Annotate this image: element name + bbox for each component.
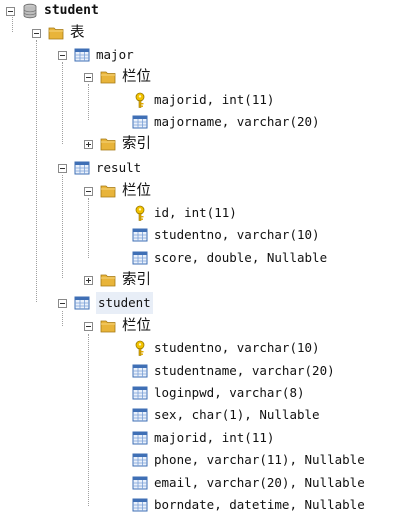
table-icon — [74, 296, 90, 310]
table-icon — [74, 161, 90, 175]
column-label: studentno, varchar(10) — [154, 227, 320, 242]
database-name: student — [44, 3, 99, 18]
column-label: score, double, Nullable — [154, 250, 328, 265]
column-icon — [132, 115, 148, 129]
column-label: majorname, varchar(20) — [154, 114, 320, 129]
columns-folder-label: 栏位 — [122, 69, 151, 85]
primary-key-icon — [135, 340, 145, 356]
collapse-toggle[interactable] — [32, 28, 41, 38]
collapse-toggle[interactable] — [58, 163, 67, 173]
table-name: result — [96, 160, 142, 175]
column-label: sex, char(1), Nullable — [154, 407, 320, 422]
collapse-toggle[interactable] — [6, 6, 15, 16]
tree-node-column[interactable]: borndate, datetime, Nullable — [132, 494, 365, 516]
column-label: id, int(11) — [154, 205, 237, 220]
table-icon — [74, 48, 90, 62]
tree-node-table[interactable]: major — [58, 44, 134, 66]
column-icon — [132, 408, 148, 422]
tree-connector — [62, 311, 63, 326]
expand-toggle[interactable] — [84, 275, 93, 285]
tree-node-table[interactable]: student — [58, 292, 153, 314]
tree-connector — [88, 198, 89, 258]
folder-icon — [100, 320, 116, 333]
column-icon — [132, 453, 148, 467]
columns-folder-label: 栏位 — [122, 318, 151, 334]
tree-node-column[interactable]: phone, varchar(11), Nullable — [132, 449, 365, 471]
tree-node-column[interactable]: majorid, int(11) — [132, 89, 274, 111]
column-icon — [132, 364, 148, 378]
tree-connector — [88, 84, 89, 120]
tables-folder-label: 表 — [70, 25, 85, 41]
column-label: email, varchar(20), Nullable — [154, 475, 365, 490]
column-label: phone, varchar(11), Nullable — [154, 452, 365, 467]
tree-connector — [12, 17, 13, 32]
columns-folder-label: 栏位 — [122, 183, 151, 199]
column-label: studentname, varchar(20) — [154, 363, 335, 378]
tree-node-column[interactable]: studentno, varchar(10) — [132, 337, 320, 359]
column-label: studentno, varchar(10) — [154, 340, 320, 355]
primary-key-icon — [135, 92, 145, 108]
folder-icon — [100, 138, 116, 151]
folder-icon — [100, 71, 116, 84]
folder-icon — [100, 185, 116, 198]
tree-connector — [62, 175, 63, 278]
collapse-toggle[interactable] — [84, 72, 93, 82]
column-icon — [132, 431, 148, 445]
column-label: majorid, int(11) — [154, 430, 275, 445]
tree-node-column[interactable]: majorname, varchar(20) — [132, 111, 320, 133]
index-folder-label: 索引 — [122, 136, 151, 152]
tree-node-column[interactable]: studentno, varchar(10) — [132, 224, 320, 246]
table-name: student — [96, 292, 153, 314]
column-icon — [132, 228, 148, 242]
column-icon — [132, 476, 148, 490]
tree-node-tables-folder[interactable]: 表 — [32, 22, 85, 44]
tree-node-column[interactable]: majorid, int(11) — [132, 427, 274, 449]
column-icon — [132, 251, 148, 265]
expand-toggle[interactable] — [84, 139, 93, 149]
index-folder-label: 索引 — [122, 272, 151, 288]
collapse-toggle[interactable] — [58, 298, 67, 308]
tree-node-column[interactable]: score, double, Nullable — [132, 247, 327, 269]
tree-connector — [36, 40, 37, 302]
folder-icon — [100, 274, 116, 287]
table-name: major — [96, 47, 134, 62]
tree-node-table[interactable]: result — [58, 157, 141, 179]
tree-connector — [88, 334, 89, 506]
tree-node-columns-folder[interactable]: 栏位 — [84, 180, 151, 202]
tree-node-index-folder[interactable]: 索引 — [84, 269, 151, 291]
tree-node-index-folder[interactable]: 索引 — [84, 133, 151, 155]
collapse-toggle[interactable] — [84, 186, 93, 196]
folder-icon — [48, 27, 64, 40]
column-label: borndate, datetime, Nullable — [154, 497, 365, 512]
tree-node-column[interactable]: email, varchar(20), Nullable — [132, 472, 365, 494]
column-label: loginpwd, varchar(8) — [154, 385, 305, 400]
tree-node-columns-folder[interactable]: 栏位 — [84, 315, 151, 337]
column-icon — [132, 386, 148, 400]
database-icon — [23, 3, 37, 19]
column-icon — [132, 498, 148, 512]
tree-node-column[interactable]: loginpwd, varchar(8) — [132, 382, 305, 404]
tree-node-column[interactable]: sex, char(1), Nullable — [132, 404, 320, 426]
tree-node-column[interactable]: id, int(11) — [132, 202, 237, 224]
primary-key-icon — [135, 205, 145, 221]
tree-node-column[interactable]: studentname, varchar(20) — [132, 360, 335, 382]
tree-node-database[interactable]: student — [6, 0, 99, 22]
tree-node-columns-folder[interactable]: 栏位 — [84, 66, 151, 88]
collapse-toggle[interactable] — [84, 321, 93, 331]
collapse-toggle[interactable] — [58, 50, 67, 60]
column-label: majorid, int(11) — [154, 92, 275, 107]
tree-connector — [62, 62, 63, 144]
